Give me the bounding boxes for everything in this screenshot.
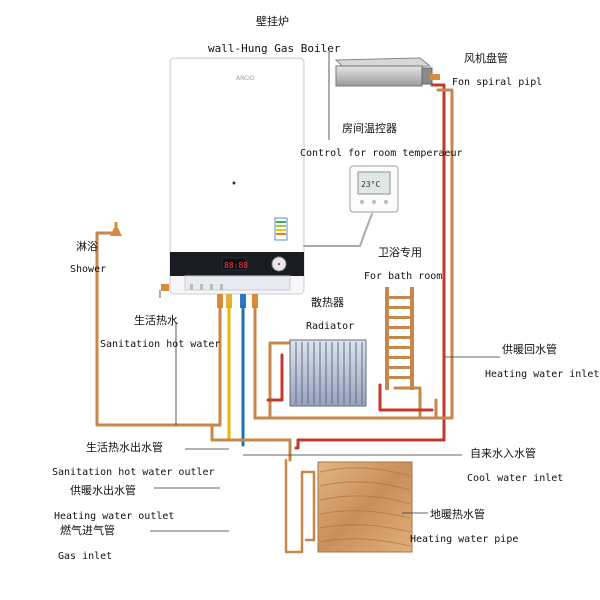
floor-heating-label-en: Heating water pipe [410, 534, 519, 545]
radiator-label-zh: 散热器 [311, 296, 344, 309]
radiator-label-en: Radiator [306, 321, 355, 332]
cool-inlet-label-zh: 自来水入水管 [470, 447, 536, 460]
heating-inlet-label-zh: 供暖回水管 [502, 343, 557, 356]
fan-coil-label-en: Fon spiral pipl [452, 77, 543, 88]
boiler-valves [161, 284, 258, 308]
thermostat-cable [303, 213, 373, 247]
boiler: ARCIO 88:88 [169, 57, 305, 295]
floor-heating-wood [317, 461, 413, 553]
floor-heating-label-zh: 地暖热水管 [430, 508, 485, 521]
boiler-display: 88:88 [224, 261, 248, 270]
pipes [95, 83, 454, 554]
fan-coil-label-zh: 风机盘管 [464, 52, 508, 65]
heating-outlet-label-en: Heating water outlet [54, 511, 175, 522]
radiator-return [268, 341, 292, 420]
sanitation-outlet-label-en: Sanitation hot water outler [52, 467, 215, 478]
heating-outlet-label-zh: 供暖水出水管 [70, 484, 136, 497]
shower-head [110, 222, 122, 236]
gas-inlet-label-zh: 燃气进气管 [60, 524, 115, 537]
panel-radiator [289, 339, 367, 407]
bathroom-label-zh: 卫浴专用 [378, 246, 422, 259]
room-thermostat: 23°C [349, 165, 399, 213]
gas-inlet-label-en: Gas inlet [58, 551, 113, 562]
boiler-label-zh: 壁挂炉 [256, 15, 289, 28]
shower-pipe [95, 231, 222, 427]
bath-towel-radiator [385, 287, 414, 390]
thermostat-display: 23°C [361, 180, 380, 189]
sanitation-outlet-label-zh: 生活热水出水管 [86, 441, 163, 454]
bath-return [393, 386, 422, 420]
floor-heating-supply [210, 423, 292, 462]
fan-coil-return [434, 88, 454, 420]
cool-inlet-label-en: Cool water inlet [467, 473, 564, 484]
leader-lines [150, 52, 500, 532]
shower-label-zh: 淋浴 [76, 240, 98, 253]
fan-coil-unit [334, 57, 440, 87]
thermostat-label-en: Control for room temperaeur [300, 148, 463, 159]
boiler-indicator-light [232, 181, 236, 185]
floor-coil [284, 458, 316, 554]
supply-main-pipe [294, 83, 446, 450]
bathroom-label-en: For bath room [364, 271, 443, 282]
sanitation-hot-label-zh: 生活热水 [134, 314, 178, 327]
sanitation-hot-label-en: Sanitation hot water [100, 339, 221, 350]
heating-inlet-label-en: Heating water inlet [485, 369, 600, 380]
shower-label-en: Shower [70, 264, 107, 275]
boiler-brand: ARCIO [236, 75, 255, 82]
boiler-label-en: wall-Hung Gas Boiler [208, 42, 341, 55]
thermostat-label-zh: 房间温控器 [342, 122, 397, 135]
